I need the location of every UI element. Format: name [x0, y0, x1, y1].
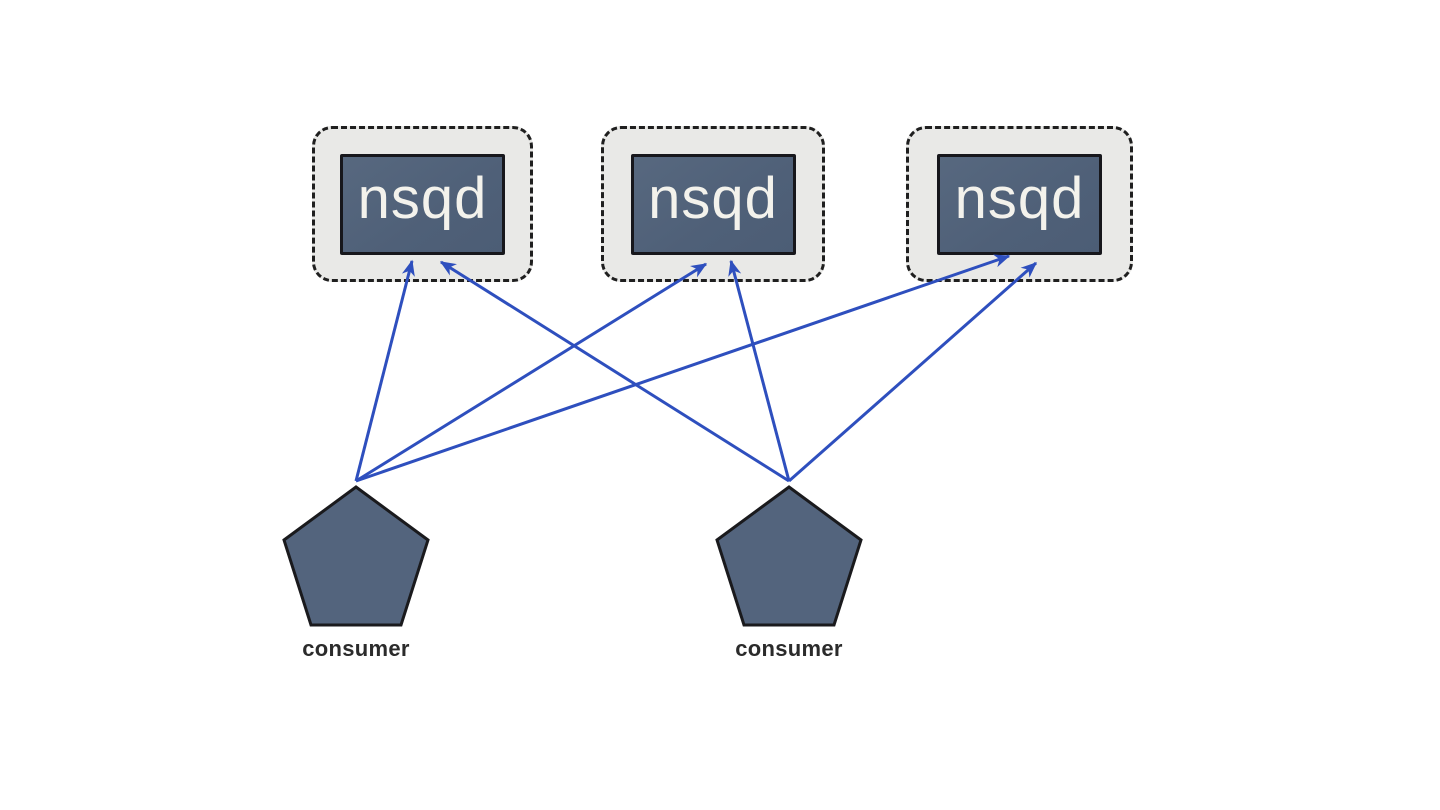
nsqd-node-2: nsqd — [601, 126, 825, 282]
nsqd-box-1: nsqd — [340, 153, 505, 255]
consumer-pentagon-2 — [715, 485, 863, 627]
edge-consumer1-nsqd3 — [355, 254, 1011, 483]
edge-consumer2-nsqd3 — [788, 261, 1037, 483]
nsqd-node-1: nsqd — [312, 126, 533, 282]
edge-consumer1-nsqd2 — [355, 262, 708, 483]
nsqd-node-3: nsqd — [906, 126, 1133, 282]
nsqd-box-3: nsqd — [937, 153, 1102, 255]
nsqd-label-1: nsqd — [357, 166, 488, 231]
nsqd-label-2: nsqd — [648, 166, 778, 231]
edge-consumer1-nsqd1 — [354, 259, 415, 482]
edge-consumer2-nsqd1 — [439, 260, 790, 483]
nsqd-box-2: nsqd — [630, 153, 796, 255]
edge-consumer2-nsqd2 — [728, 259, 791, 482]
consumer-label-1: consumer — [302, 636, 410, 661]
consumer-pentagon-1 — [282, 485, 430, 627]
consumer-label-2: consumer — [735, 636, 843, 661]
nsqd-label-3: nsqd — [954, 166, 1085, 231]
